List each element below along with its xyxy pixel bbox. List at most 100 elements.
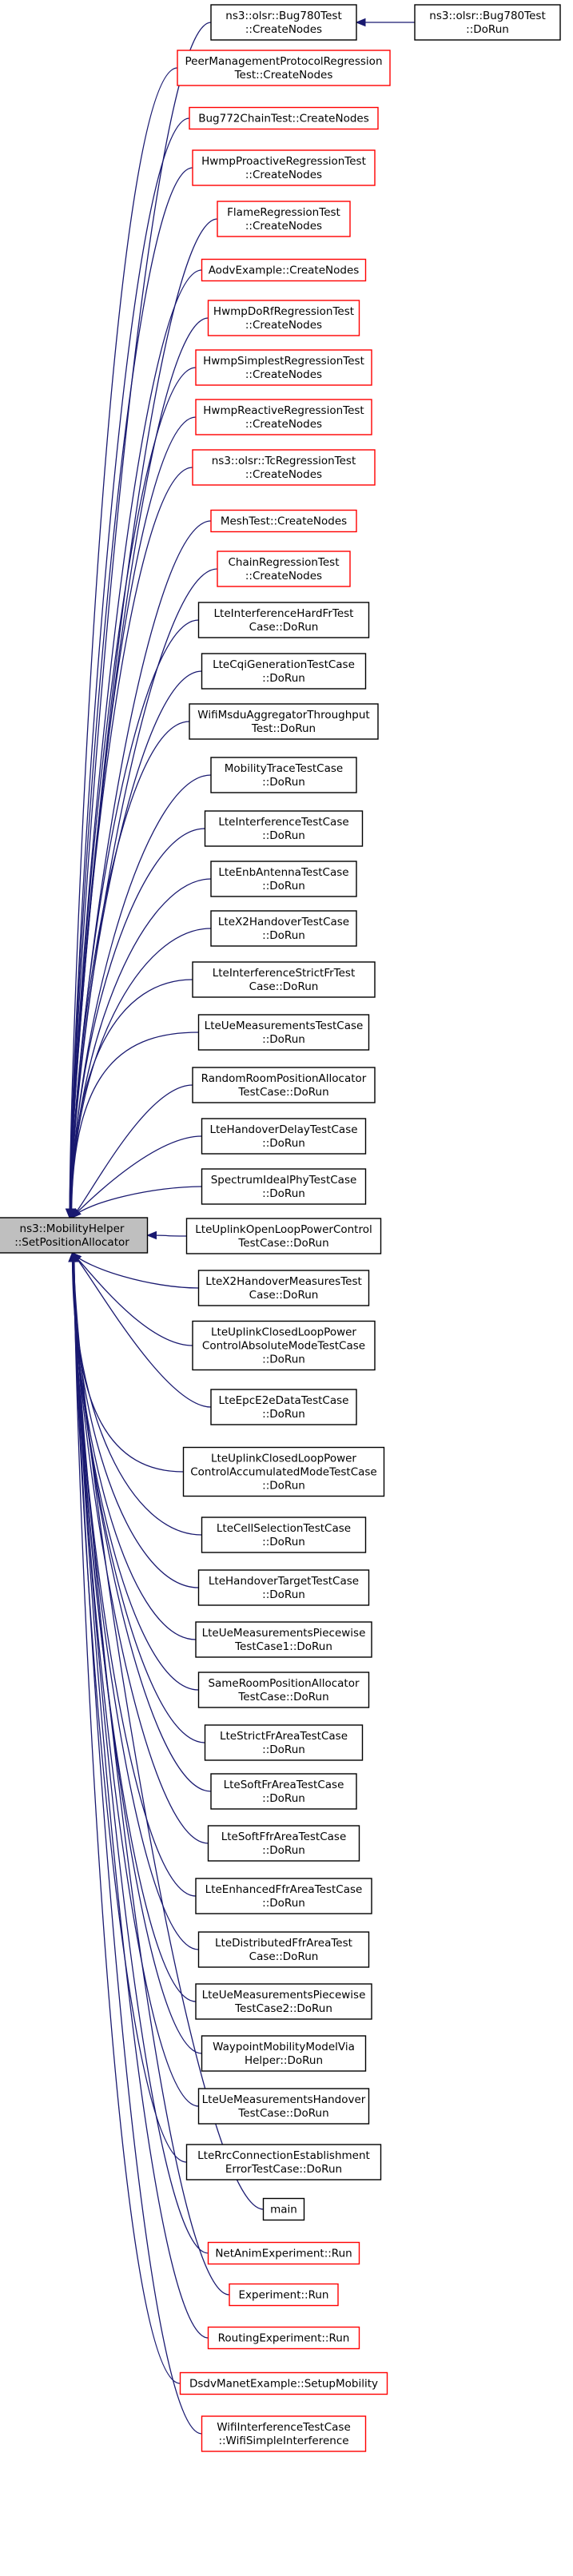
node-label-line: Experiment::Run — [239, 2289, 329, 2302]
node-box — [229, 2283, 339, 2307]
node-label-line: ::SetPositionAllocator — [14, 1236, 129, 1249]
node-label-line: TestCase::DoRun — [237, 1691, 328, 1703]
node-label-line: ::DoRun — [262, 1354, 305, 1366]
caller-node[interactable]: LteInterferenceTestCase::DoRun — [204, 810, 364, 847]
node-label-line: FlameRegressionTest — [227, 206, 340, 219]
caller-node[interactable]: ns3::olsr::Bug780Test::CreateNodes — [210, 4, 357, 41]
caller-node[interactable]: HwmpDoRfRegressionTest::CreateNodes — [207, 300, 360, 336]
node-label-line: LteCqiGenerationTestCase — [213, 658, 355, 671]
node-box — [197, 2088, 370, 2125]
node-label-line: ns3::olsr::Bug780Test — [225, 10, 341, 22]
caller-node[interactable]: LteEnbAntennaTestCase::DoRun — [210, 861, 357, 897]
node-label-line: ::DoRun — [262, 1408, 305, 1421]
caller-node[interactable]: SpectrumIdealPhyTestCase::DoRun — [201, 1168, 367, 1205]
caller-node[interactable]: LteUeMeasurementsTestCase::DoRun — [197, 1014, 370, 1051]
caller-node[interactable]: MeshTest::CreateNodes — [210, 509, 357, 533]
caller-node[interactable]: RandomRoomPositionAllocatorTestCase::DoR… — [192, 1067, 376, 1103]
node-label-line: ErrorTestCase::DoRun — [225, 2163, 342, 2176]
node-box — [210, 1389, 357, 1425]
caller-node[interactable]: HwmpSimplestRegressionTest::CreateNodes — [195, 349, 372, 386]
node-box — [207, 2241, 360, 2265]
caller-node[interactable]: LteUplinkClosedLoopPowerControlAccumulat… — [182, 1446, 385, 1497]
caller-node[interactable]: LteHandoverDelayTestCase::DoRun — [201, 1118, 367, 1155]
caller-node[interactable]: LteX2HandoverTestCase::DoRun — [210, 910, 357, 947]
node-box — [201, 2035, 367, 2072]
root-node[interactable]: ns3::MobilityHelper::SetPositionAllocato… — [0, 1217, 149, 1254]
arrowhead-icon — [355, 18, 366, 27]
caller-node[interactable]: LteCellSelectionTestCase::DoRun — [201, 1517, 367, 1553]
caller-node[interactable]: MobilityTraceTestCase::DoRun — [210, 757, 357, 793]
caller-node[interactable]: ChainRegressionTest::CreateNodes — [217, 551, 351, 587]
caller-node[interactable]: LteSoftFfrAreaTestCase::DoRun — [207, 1825, 360, 1862]
node-label-line: ::DoRun — [262, 1033, 305, 1046]
caller-node[interactable]: DsdvManetExample::SetupMobility — [179, 2371, 388, 2395]
caller-node[interactable]: FlameRegressionTest::CreateNodes — [217, 201, 351, 237]
caller-node[interactable]: main — [262, 2197, 305, 2221]
caller-node[interactable]: RoutingExperiment::Run — [207, 2326, 360, 2350]
call-edge — [71, 1252, 193, 1346]
node-box — [201, 1517, 367, 1553]
caller-node[interactable]: WifiInterferenceTestCase::WifiSimpleInte… — [201, 2415, 367, 2452]
node-box — [185, 2144, 382, 2180]
second-level-node[interactable]: ns3::olsr::Bug780Test::DoRun — [414, 4, 561, 41]
edge-line — [71, 1252, 199, 1289]
node-label-line: SpectrumIdealPhyTestCase — [211, 1174, 357, 1187]
caller-node[interactable]: LteHandoverTargetTestCase::DoRun — [197, 1569, 370, 1606]
caller-node[interactable]: Experiment::Run — [229, 2283, 339, 2307]
edge-line — [72, 1252, 205, 1743]
caller-node[interactable]: LteRrcConnectionEstablishmentErrorTestCa… — [185, 2144, 382, 2180]
node-label-line: ::DoRun — [262, 829, 305, 842]
node-box — [197, 1569, 370, 1606]
caller-node[interactable]: AodvExample::CreateNodes — [201, 258, 367, 282]
node-box — [192, 1067, 376, 1103]
node-box — [192, 449, 376, 486]
edge-line — [73, 1252, 209, 2254]
edge-line — [71, 1084, 193, 1218]
caller-node[interactable]: HwmpProactiveRegressionTest::CreateNodes — [192, 149, 376, 186]
node-box — [195, 1621, 372, 1658]
node-label-line: RandomRoomPositionAllocator — [201, 1072, 367, 1085]
node-label-line: ns3::olsr::TcRegressionTest — [212, 455, 356, 467]
caller-node[interactable]: HwmpReactiveRegressionTest::CreateNodes — [195, 399, 372, 435]
node-box — [204, 1724, 364, 1761]
node-box — [192, 1320, 376, 1371]
node-label-line: Test::CreateNodes — [234, 69, 333, 81]
node-label-line: LteEpcE2eDataTestCase — [219, 1394, 349, 1407]
node-label-line: ::DoRun — [262, 1897, 305, 1910]
node-label-line: LteEnbAntennaTestCase — [218, 866, 348, 879]
caller-node[interactable]: LteEnhancedFfrAreaTestCase::DoRun — [195, 1878, 372, 1914]
node-label-line: ::DoRun — [262, 1480, 305, 1493]
caller-node[interactable]: LteEpcE2eDataTestCase::DoRun — [210, 1389, 357, 1425]
node-label-line: LteUeMeasurementsHandover — [202, 2093, 366, 2106]
caller-node[interactable]: PeerManagementProtocolRegressionTest::Cr… — [177, 50, 391, 86]
node-label-line: LteX2HandoverTestCase — [218, 916, 349, 928]
caller-node[interactable]: LteSoftFrAreaTestCase::DoRun — [210, 1773, 357, 1810]
call-edge — [71, 1252, 199, 1289]
caller-node[interactable]: LteUeMeasurementsPiecewiseTestCase1::DoR… — [195, 1621, 372, 1658]
caller-node[interactable]: LteUplinkClosedLoopPowerControlAbsoluteM… — [192, 1320, 376, 1371]
caller-node[interactable]: LteStrictFrAreaTestCase::DoRun — [204, 1724, 364, 1761]
caller-node[interactable]: NetAnimExperiment::Run — [207, 2241, 360, 2265]
node-label-line: HwmpProactiveRegressionTest — [201, 155, 366, 168]
caller-node[interactable]: LteUeMeasurementsPiecewiseTestCase2::DoR… — [195, 1983, 372, 2020]
caller-node[interactable]: LteCqiGenerationTestCase::DoRun — [201, 653, 367, 690]
caller-node[interactable]: LteUplinkOpenLoopPowerControlTestCase::D… — [185, 1218, 382, 1254]
node-box — [210, 509, 357, 533]
node-label-line: LteUplinkOpenLoopPowerControl — [195, 1223, 372, 1236]
caller-node[interactable]: Bug772ChainTest::CreateNodes — [189, 106, 379, 130]
node-label-line: HwmpReactiveRegressionTest — [203, 404, 364, 417]
caller-node[interactable]: ns3::olsr::TcRegressionTest::CreateNodes — [192, 449, 376, 486]
node-label-line: Bug772ChainTest::CreateNodes — [198, 113, 369, 125]
node-label-line: SameRoomPositionAllocator — [208, 1677, 360, 1690]
node-label-line: Case::DoRun — [249, 1289, 319, 1302]
node-box — [210, 4, 357, 41]
